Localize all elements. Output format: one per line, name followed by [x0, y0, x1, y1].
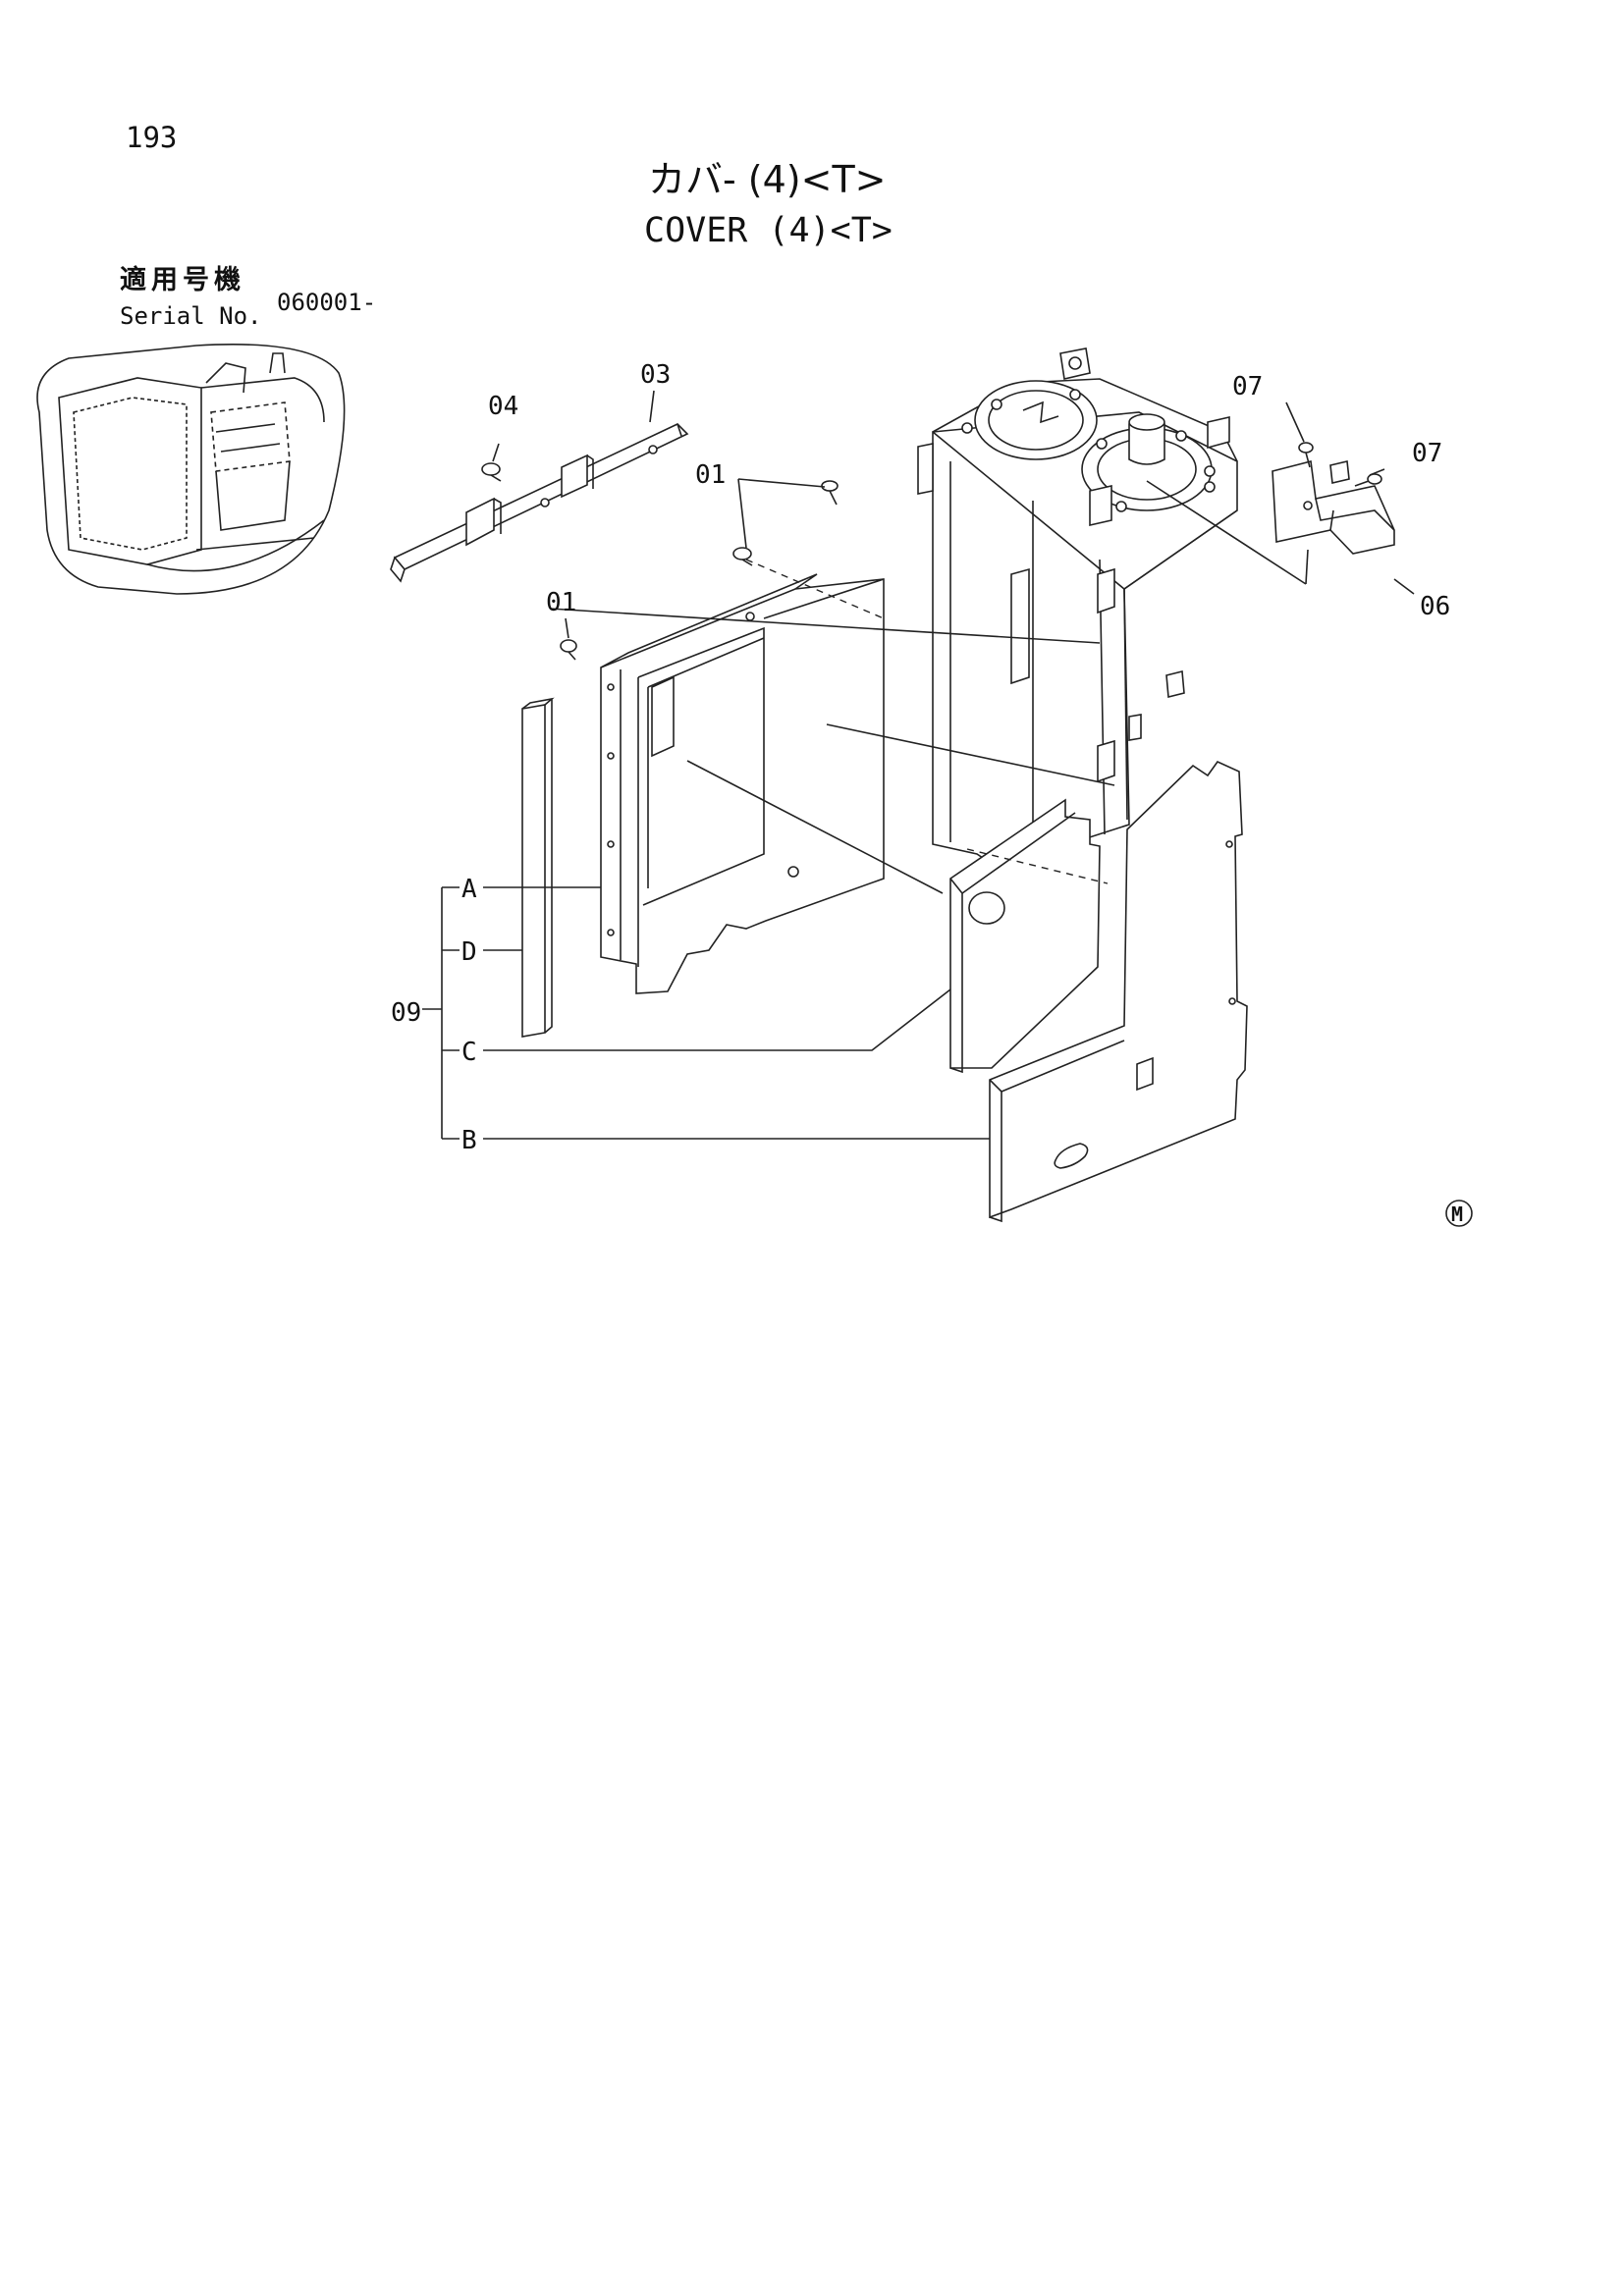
m-mark: M [1445, 1200, 1473, 1227]
title-english: COVER (4)<T> [644, 211, 893, 250]
callout-leaders [492, 390, 1415, 639]
part-pad-c [949, 798, 1101, 1074]
seal-strip-d [521, 697, 555, 1038]
callout-04: 04 [488, 392, 518, 421]
part-hydraulic-tank [917, 347, 1238, 865]
callout-sub-a: A [461, 875, 477, 904]
part-04-bolt [481, 462, 502, 482]
part-06-bracket [1272, 460, 1395, 555]
excavator-location-thumbnail [36, 344, 346, 595]
callout-01-upper: 01 [695, 460, 726, 490]
subpart-bracket [422, 886, 990, 1140]
callout-sub-d: D [461, 937, 477, 967]
serial-label-japanese: 適用号機 [120, 265, 245, 295]
callout-sub-b: B [461, 1126, 477, 1155]
part-03-top-bracket [390, 423, 689, 583]
serial-number-value: 060001- [277, 289, 377, 316]
callout-07-right: 07 [1412, 439, 1442, 468]
callout-01-lower: 01 [546, 588, 576, 617]
part-frame-cover [600, 573, 885, 994]
m-mark-letter: M [1451, 1202, 1463, 1226]
part-pad-b [989, 760, 1248, 1223]
callout-09: 09 [391, 998, 421, 1028]
callout-07-upper: 07 [1232, 372, 1263, 401]
callout-sub-c: C [461, 1038, 477, 1067]
title-japanese: カバ- (4)<T> [648, 158, 887, 201]
serial-label-english: Serial No. [120, 302, 262, 330]
callout-06: 06 [1420, 592, 1450, 621]
page-number: 193 [126, 121, 178, 154]
assembly-guides [549, 480, 1309, 894]
part-01-bolts [560, 480, 839, 661]
callout-03: 03 [640, 360, 671, 390]
part-07-bolts [1298, 442, 1382, 487]
